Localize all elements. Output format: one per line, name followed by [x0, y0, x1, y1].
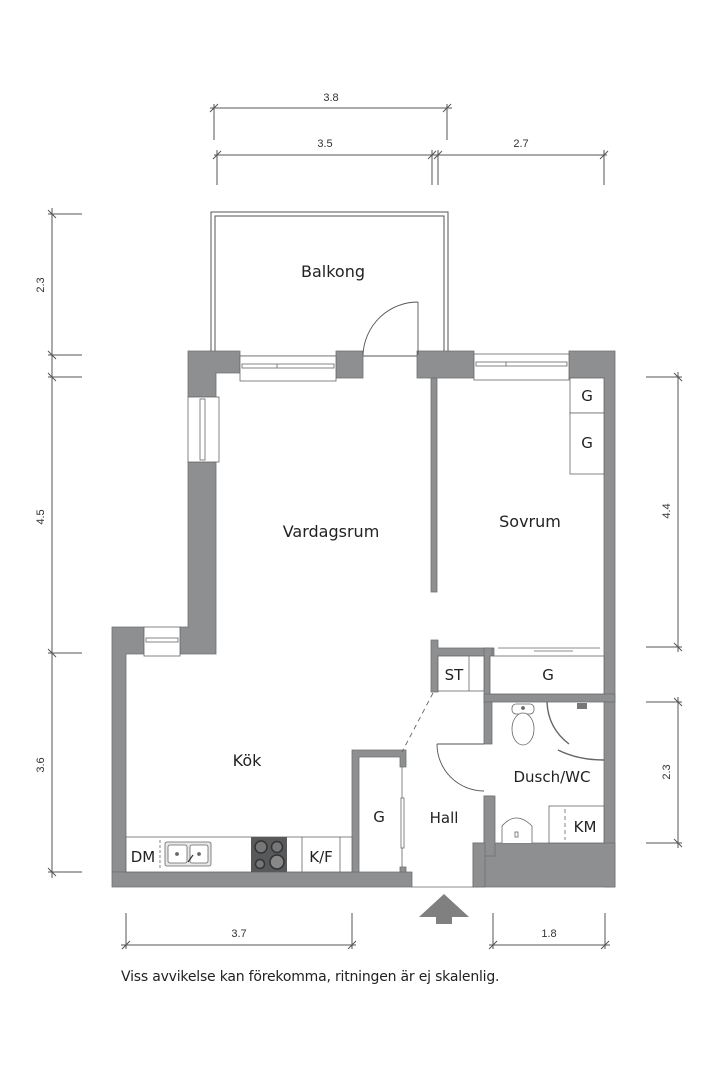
dim-top-right: 2.7 [513, 138, 528, 150]
shower-tap-icon [577, 703, 587, 709]
dim-left-lower: 3.6 [35, 757, 47, 772]
sink-icon [164, 841, 212, 867]
dishwasher-label: DM [131, 848, 156, 866]
fridge-freezer-label: K/F [309, 848, 333, 866]
windows [143, 353, 570, 657]
sovrum-wardrobes [489, 377, 605, 695]
washbasin [501, 817, 533, 843]
dim-bottom-right: 1.8 [541, 928, 556, 940]
wardrobe-label: G [581, 434, 593, 452]
stove-icon [251, 837, 287, 872]
room-label-kok: Kök [233, 751, 262, 770]
hall-wardrobe [400, 767, 405, 867]
wardrobe-label: G [542, 666, 554, 684]
balcony [210, 211, 449, 357]
dim-right-upper: 4.4 [661, 503, 673, 518]
dim-bottom-left: 3.7 [231, 928, 246, 940]
bathroom-door[interactable] [436, 743, 485, 792]
disclaimer-text: Viss avvikelse kan förekomma, ritningen … [121, 969, 500, 985]
dim-right-lower: 2.3 [661, 764, 673, 779]
room-label-sovrum: Sovrum [499, 512, 561, 531]
walls [111, 350, 616, 888]
room-label-hall: Hall [430, 809, 459, 827]
opening-line [401, 692, 434, 753]
dim-left-balcony: 2.3 [35, 277, 47, 292]
washing-machine-label: KM [574, 818, 597, 836]
washing-machine [548, 805, 605, 844]
room-label-balkong: Balkong [301, 262, 365, 281]
balcony-door[interactable] [362, 301, 419, 356]
dimension-lines [47, 103, 683, 950]
wardrobe-label: G [581, 387, 593, 405]
room-label-dusch-wc: Dusch/WC [514, 768, 591, 786]
storage-label: ST [445, 666, 465, 684]
dim-top-left: 3.5 [317, 138, 332, 150]
kitchen-counter [125, 836, 353, 873]
wardrobe-label: G [373, 808, 385, 826]
dim-top-overall: 3.8 [323, 92, 338, 104]
storage-closet [437, 655, 485, 692]
dim-left-upper: 4.5 [35, 509, 47, 524]
shower-screen [546, 701, 605, 761]
entrance-arrow-icon [419, 894, 469, 924]
toilet [511, 703, 535, 746]
room-label-vardagsrum: Vardagsrum [283, 522, 380, 541]
